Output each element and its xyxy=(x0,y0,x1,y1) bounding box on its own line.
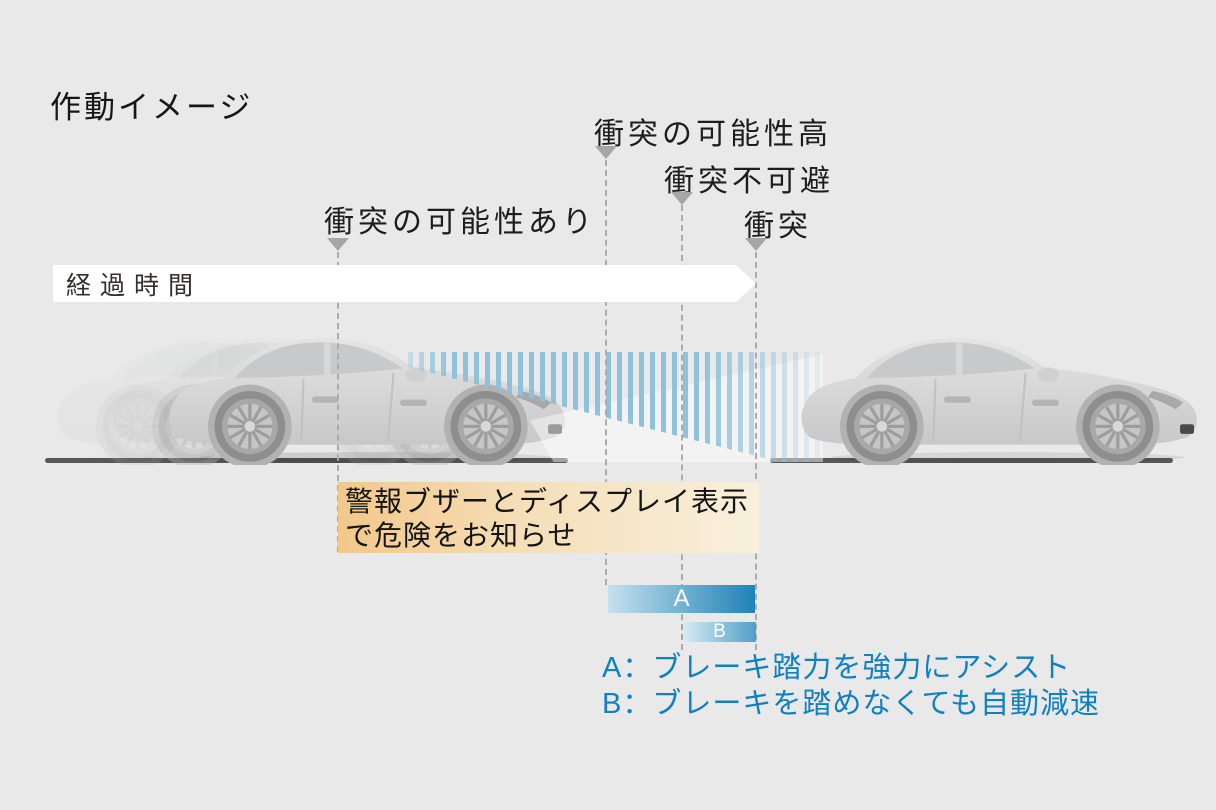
guide-line-unavoidable xyxy=(681,205,683,650)
warning-message-box: 警報ブザーとディスプレイ表示 で危険をお知らせ xyxy=(338,482,759,553)
legend-line-b: B：ブレーキを踏めなくても自動減速 xyxy=(602,688,1101,720)
marker-label-high: 衝突の可能性高 xyxy=(594,118,832,151)
marker-triangle-icon xyxy=(595,146,617,159)
guide-line-high xyxy=(605,160,607,585)
marker-label-possible: 衝突の可能性あり xyxy=(324,206,596,239)
legend: A：ブレーキ踏力を強力にアシスト B：ブレーキを踏めなくても自動減速 xyxy=(602,650,1100,722)
guide-line-collision xyxy=(755,252,757,650)
assist-bar-b: B xyxy=(683,621,756,642)
warning-line-2: で危険をお知らせ xyxy=(345,520,577,551)
page-title: 作動イメージ xyxy=(50,90,254,125)
guide-line-possible xyxy=(337,252,339,552)
marker-label-collision: 衝突 xyxy=(744,210,812,243)
marker-triangle-icon xyxy=(671,192,693,205)
lead-car xyxy=(801,338,1196,468)
marker-triangle-icon xyxy=(327,238,349,251)
marker-triangle-icon xyxy=(745,238,767,251)
assist-bar-b-label: B xyxy=(713,621,726,642)
assist-bar-a: A xyxy=(608,585,755,613)
legend-line-a: A：ブレーキ踏力を強力にアシスト xyxy=(602,652,1072,684)
elapsed-time-label: 経過時間 xyxy=(66,271,203,300)
elapsed-time-arrow: 経過時間 xyxy=(53,265,756,302)
warning-line-1: 警報ブザーとディスプレイ表示 xyxy=(345,486,750,517)
assist-bar-a-label: A xyxy=(673,585,690,612)
